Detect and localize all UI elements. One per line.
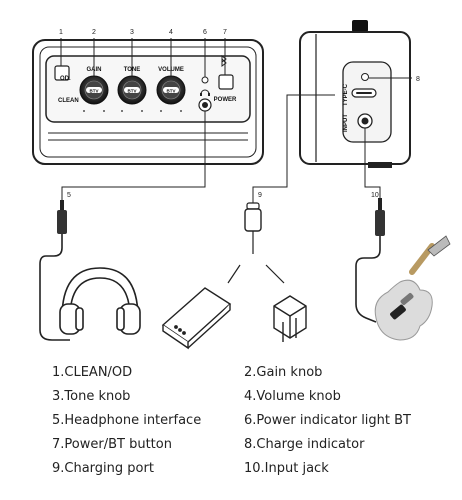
typec-label: TYPE-C <box>343 83 349 106</box>
legend-item-charging-port: 9.Charging port <box>52 461 154 476</box>
power-bt-button[interactable] <box>218 74 234 90</box>
callout-5: 5 <box>67 192 71 199</box>
input-jack[interactable] <box>357 113 373 129</box>
legend-item-power-indicator: 6.Power indicator light BT <box>244 413 412 428</box>
legend-item-clean-od: 1.CLEAN/OD <box>52 365 133 380</box>
tone-knob[interactable] <box>117 75 147 105</box>
legend-item-headphone-interface: 5.Headphone interface <box>52 413 202 428</box>
headphone-plug <box>57 200 67 234</box>
input-label: INPUT <box>343 114 349 132</box>
electric-guitar-icon <box>374 235 451 341</box>
clean-od-switch[interactable] <box>54 65 70 81</box>
callout-3: 3 <box>130 29 134 36</box>
clean-label: CLEAN <box>58 98 79 104</box>
type-c-port[interactable] <box>351 88 377 98</box>
legend-item-gain-knob: 2.Gain knob <box>244 365 323 380</box>
callout-7: 7 <box>223 29 227 36</box>
legend-item-power-bt-button: 7.Power/BT button <box>52 437 172 452</box>
callout-lines <box>60 38 412 203</box>
callout-4: 4 <box>169 29 173 36</box>
usb-c-plug <box>244 202 262 232</box>
callout-8: 8 <box>416 76 420 83</box>
gain-knob-brand: BTV <box>90 89 99 94</box>
headphone-jack[interactable] <box>198 98 212 112</box>
callout-10: 10 <box>371 192 379 199</box>
tone-knob-brand: BTV <box>128 89 137 94</box>
legend-item-volume-knob: 4.Volume knob <box>244 389 341 404</box>
callout-9: 9 <box>258 192 262 199</box>
guitar-cable <box>355 236 381 323</box>
instrument-plug <box>375 198 385 236</box>
od-label: OD. <box>60 76 71 82</box>
gain-knob[interactable] <box>79 75 109 105</box>
volume-knob-brand: BTV <box>167 89 176 94</box>
knob-tick-dots <box>83 110 182 112</box>
callout-6: 6 <box>203 29 207 36</box>
legend-item-charge-indicator: 8.Charge indicator <box>244 437 365 452</box>
charge-indicator <box>361 73 369 81</box>
amp-side-body <box>299 20 411 168</box>
amp-diagram: OD. CLEAN GAIN TONE VOLUME BTV BTV BTV <box>32 20 451 350</box>
headphone-small-icon <box>200 89 210 96</box>
headphone-cable <box>39 234 70 341</box>
callout-1: 1 <box>59 29 63 36</box>
power-bank-icon <box>161 287 232 350</box>
legend-item-tone-knob: 3.Tone knob <box>52 389 131 404</box>
power-label: POWER <box>214 97 237 103</box>
wall-charger-icon <box>273 295 307 342</box>
volume-knob[interactable] <box>156 75 186 105</box>
callout-2: 2 <box>92 29 96 36</box>
legend-item-input-jack: 10.Input jack <box>244 461 329 476</box>
charging-cable <box>227 231 285 284</box>
headphones-icon <box>59 267 141 335</box>
power-indicator-light <box>201 76 209 84</box>
